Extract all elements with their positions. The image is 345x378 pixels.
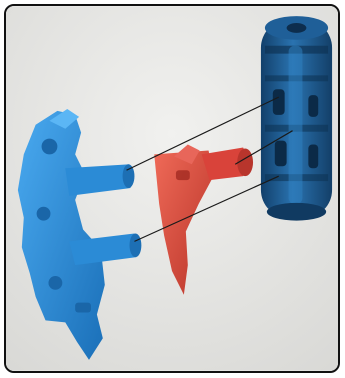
instruction-panel xyxy=(4,4,340,373)
assembly-diagram xyxy=(6,6,338,371)
blue-cylinder-shell xyxy=(261,16,332,221)
